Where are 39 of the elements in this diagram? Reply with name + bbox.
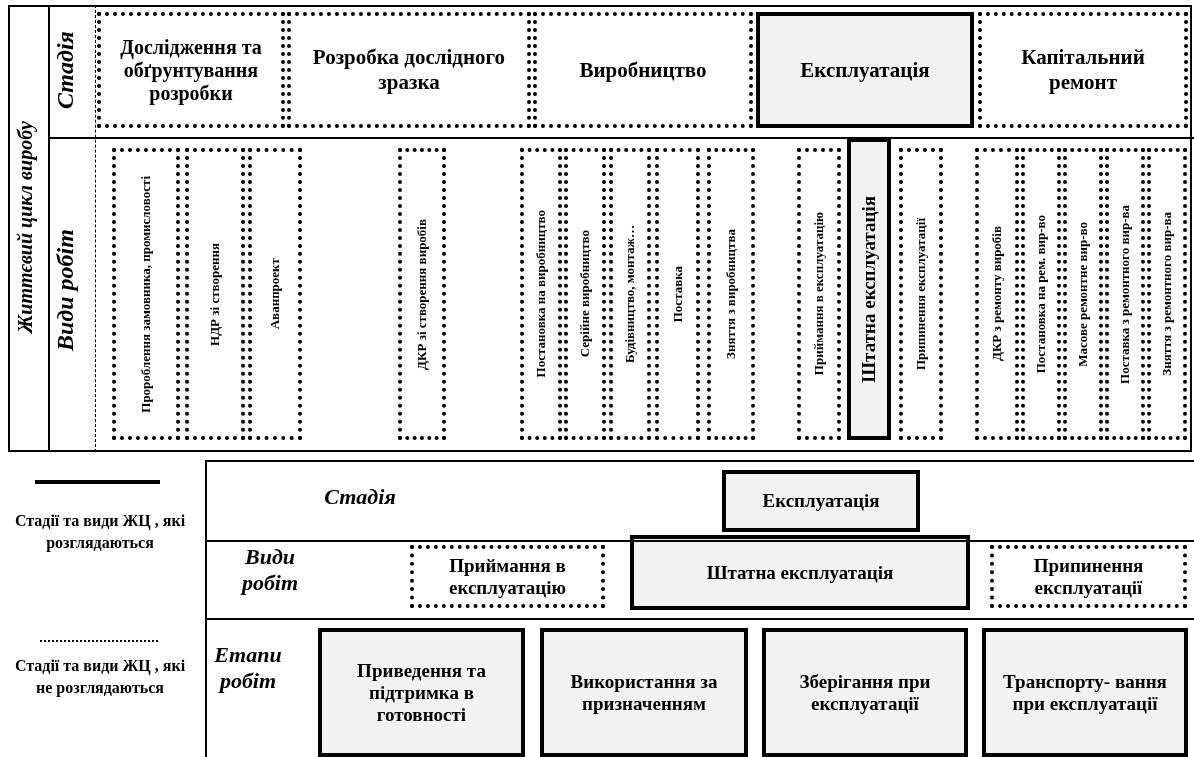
legend-text: Стадії та види ЖЦ , які не розглядаються	[13, 656, 187, 699]
work-type-box: Штатна експлуатація	[847, 138, 891, 440]
work-type-box: Поставка з ремонтного вир-ва	[1105, 148, 1145, 440]
work-type-box: Зняття з виробництва	[707, 148, 755, 440]
stage-box: Приймання в експлуатацію	[410, 545, 605, 608]
work-type-box: Будівництво, монтаж…	[609, 148, 651, 440]
lifecycle-panel	[8, 5, 1192, 452]
row-label: Види робіт	[52, 228, 79, 353]
work-type-box: Приймання в експлуатацію	[797, 148, 841, 440]
row-label: Етапи робіт	[213, 641, 283, 695]
stage-box: Штатна експлуатація	[630, 535, 970, 610]
stage-box: Експлуатація	[722, 470, 920, 532]
work-type-box: Масове ремонтне вир-во	[1063, 148, 1103, 440]
work-type-box: Припинення експлуатації	[899, 148, 943, 440]
panel-title: Життєвий цикл виробу	[14, 120, 38, 336]
stage-box: Дослідження та обґрунтування розробки	[97, 12, 285, 128]
work-type-box: НДР зі створення	[185, 148, 245, 440]
work-type-box: Поставка	[655, 148, 700, 440]
stage-box: Розробка дослідного зразка	[287, 12, 531, 128]
stage-box: Зберігання при експлуатації	[762, 628, 968, 757]
legend-text: Стадії та види ЖЦ , які розглядаються	[13, 511, 187, 554]
stage-box: Припинення експлуатації	[990, 545, 1187, 608]
work-type-box: ДКР зі створення виробів	[398, 148, 446, 440]
stage-box: Приведення та підтримка в готовності	[318, 628, 525, 757]
work-type-box: Постановка на виробництво	[520, 148, 562, 440]
work-type-box: Постановка на рем. вир-во	[1021, 148, 1061, 440]
stage-box: Використання за призначенням	[540, 628, 748, 757]
work-type-box: Серійне виробництво	[564, 148, 606, 440]
stage-box: Капітальний ремонт	[978, 12, 1188, 128]
work-type-box: Зняття з ремонтного вир-ва	[1147, 148, 1187, 440]
stage-box: Виробництво	[533, 12, 753, 128]
work-type-box: Аванпроект	[248, 148, 302, 440]
row-label: Стадія	[323, 483, 397, 511]
stage-box: Транспорту- вання при експлуатації	[982, 628, 1188, 757]
row-label: Стадія	[52, 30, 79, 111]
stage-box: Експлуатація	[756, 12, 974, 128]
row-label: Види робіт	[239, 543, 300, 597]
work-type-box: Пророблення замовника, промисловості	[112, 148, 180, 440]
work-type-box: ДКР з ремонту виробів	[975, 148, 1019, 440]
